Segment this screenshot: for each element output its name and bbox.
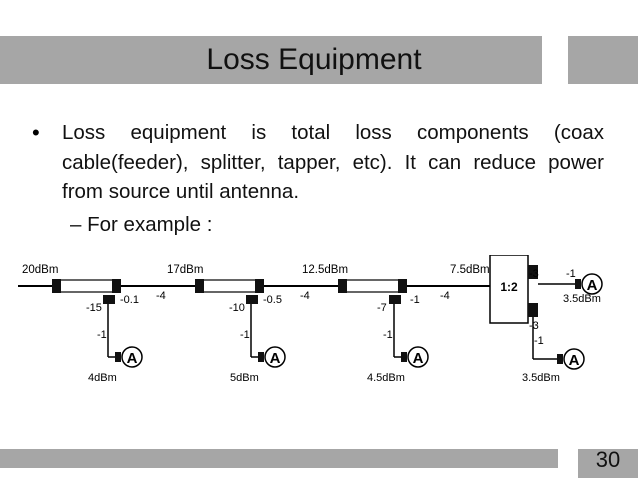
tapper-3: A -1 -7 -1 4.5dBm bbox=[338, 279, 429, 384]
tapper-port bbox=[52, 279, 61, 293]
cable-loss: -4 bbox=[440, 290, 450, 302]
tapper-tap-port bbox=[103, 295, 115, 304]
tapper-tap-port bbox=[389, 295, 401, 304]
antenna-icon bbox=[563, 348, 585, 370]
cable-loss: -1 bbox=[566, 268, 576, 280]
tapper-port bbox=[195, 279, 204, 293]
antenna-icon bbox=[407, 346, 429, 368]
signal-level: 17dBm bbox=[167, 264, 203, 276]
antenna-label: A bbox=[587, 277, 598, 294]
signal-level: 20dBm bbox=[22, 264, 58, 276]
splitter: 1:2 A -3 -1 3.5dBm A -3 -1 3.5dBm bbox=[489, 255, 603, 384]
antenna-label: A bbox=[270, 350, 281, 367]
tapper-1: A -0.1 -15 -1 4dBm bbox=[52, 279, 143, 384]
splitter-port bbox=[528, 265, 538, 279]
page-number: 30 bbox=[595, 447, 621, 472]
antenna-icon bbox=[121, 346, 143, 368]
bullet-marker: • bbox=[32, 120, 40, 145]
cable-loss: -4 bbox=[300, 290, 310, 302]
antenna-label: A bbox=[569, 352, 580, 369]
antenna-label: A bbox=[127, 350, 138, 367]
antenna-output: 5dBm bbox=[230, 372, 259, 384]
tapper-port bbox=[255, 279, 264, 293]
footer-bar bbox=[0, 449, 558, 468]
slide-title: Loss Equipment bbox=[206, 43, 422, 76]
antenna-icon bbox=[264, 346, 286, 368]
signal-level: 7.5dBm bbox=[450, 264, 490, 276]
tap-cable-loss: -1 bbox=[383, 329, 393, 341]
title-bar bbox=[0, 36, 542, 84]
sub-bullet-text: – For example : bbox=[70, 213, 213, 236]
through-loss: -0.5 bbox=[263, 294, 282, 306]
tapper-2: A -0.5 -10 -1 5dBm bbox=[195, 279, 286, 384]
bullet-text: Loss equipment is total loss components … bbox=[62, 121, 604, 203]
tap-loss: -7 bbox=[377, 302, 387, 314]
antenna-output: 4.5dBm bbox=[367, 372, 405, 384]
tapper-port bbox=[338, 279, 347, 293]
splitter-ratio: 1:2 bbox=[500, 280, 518, 294]
tapper-port bbox=[398, 279, 407, 293]
tapper-port bbox=[112, 279, 121, 293]
cable-loss: -4 bbox=[156, 290, 166, 302]
tap-loss: -15 bbox=[86, 302, 102, 314]
split-loss: -3 bbox=[529, 320, 539, 332]
antenna-label: A bbox=[413, 350, 424, 367]
through-loss: -0.1 bbox=[120, 294, 139, 306]
signal-level: 12.5dBm bbox=[302, 264, 348, 276]
antenna-output: 3.5dBm bbox=[522, 372, 560, 384]
split-loss: -3 bbox=[529, 268, 539, 280]
tap-cable-loss: -1 bbox=[240, 329, 250, 341]
loss-diagram: A -0.1 -15 -1 4dBm A -0.5 -10 -1 5dBm A … bbox=[18, 255, 603, 384]
splitter-body bbox=[489, 255, 529, 324]
antenna-icon bbox=[581, 273, 603, 295]
antenna-output: 3.5dBm bbox=[563, 293, 601, 305]
antenna-output: 4dBm bbox=[88, 372, 117, 384]
tapper-body bbox=[345, 279, 405, 293]
tap-cable-loss: -1 bbox=[97, 329, 107, 341]
tapper-body bbox=[59, 279, 119, 293]
splitter-port bbox=[528, 303, 538, 317]
title-bar-accent bbox=[568, 36, 638, 84]
cable-loss: -1 bbox=[534, 335, 544, 347]
page-number-bg bbox=[578, 449, 638, 478]
tap-loss: -10 bbox=[229, 302, 245, 314]
tapper-body bbox=[202, 279, 262, 293]
tapper-tap-port bbox=[246, 295, 258, 304]
through-loss: -1 bbox=[410, 294, 420, 306]
